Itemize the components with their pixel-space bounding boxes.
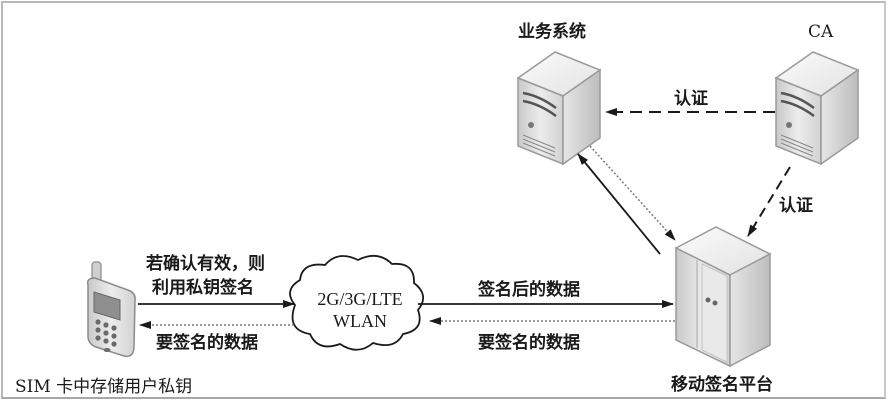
edge-label-platform-to-network: 要签名的数据 [478,333,580,353]
business-system-label: 业务系统 [518,22,586,42]
network-cloud-icon [289,254,424,351]
mobile-phone-icon [86,261,136,358]
edge-label-ca-to-business: 认证 [674,89,708,109]
edge-ca-to-platform [747,166,791,237]
mobile-platform-server-icon [674,226,772,368]
phone-label: SIM 卡中存储用户私钥 [15,377,193,397]
network-label-line1: 2G/3G/LTE [317,289,403,309]
ca-label: CA [808,22,834,42]
business-system-server-icon [516,51,602,166]
edge-label-ca-to-platform: 认证 [779,196,813,216]
mobile-platform-label: 移动签名平台 [671,375,773,395]
edge-label-network-to-phone: 要签名的数据 [156,333,258,353]
edge-label-network-to-platform: 签名后的数据 [478,280,580,300]
network-label-line2: WLAN [333,311,387,331]
edge-label-phone-to-network-line2: 利用私钥签名 [152,278,254,298]
edge-business-to-platform [589,145,676,241]
edge-label-phone-to-network-line1: 若确认有效，则 [146,254,265,274]
edge-platform-to-business [577,153,661,255]
ca-server-icon [774,51,860,166]
